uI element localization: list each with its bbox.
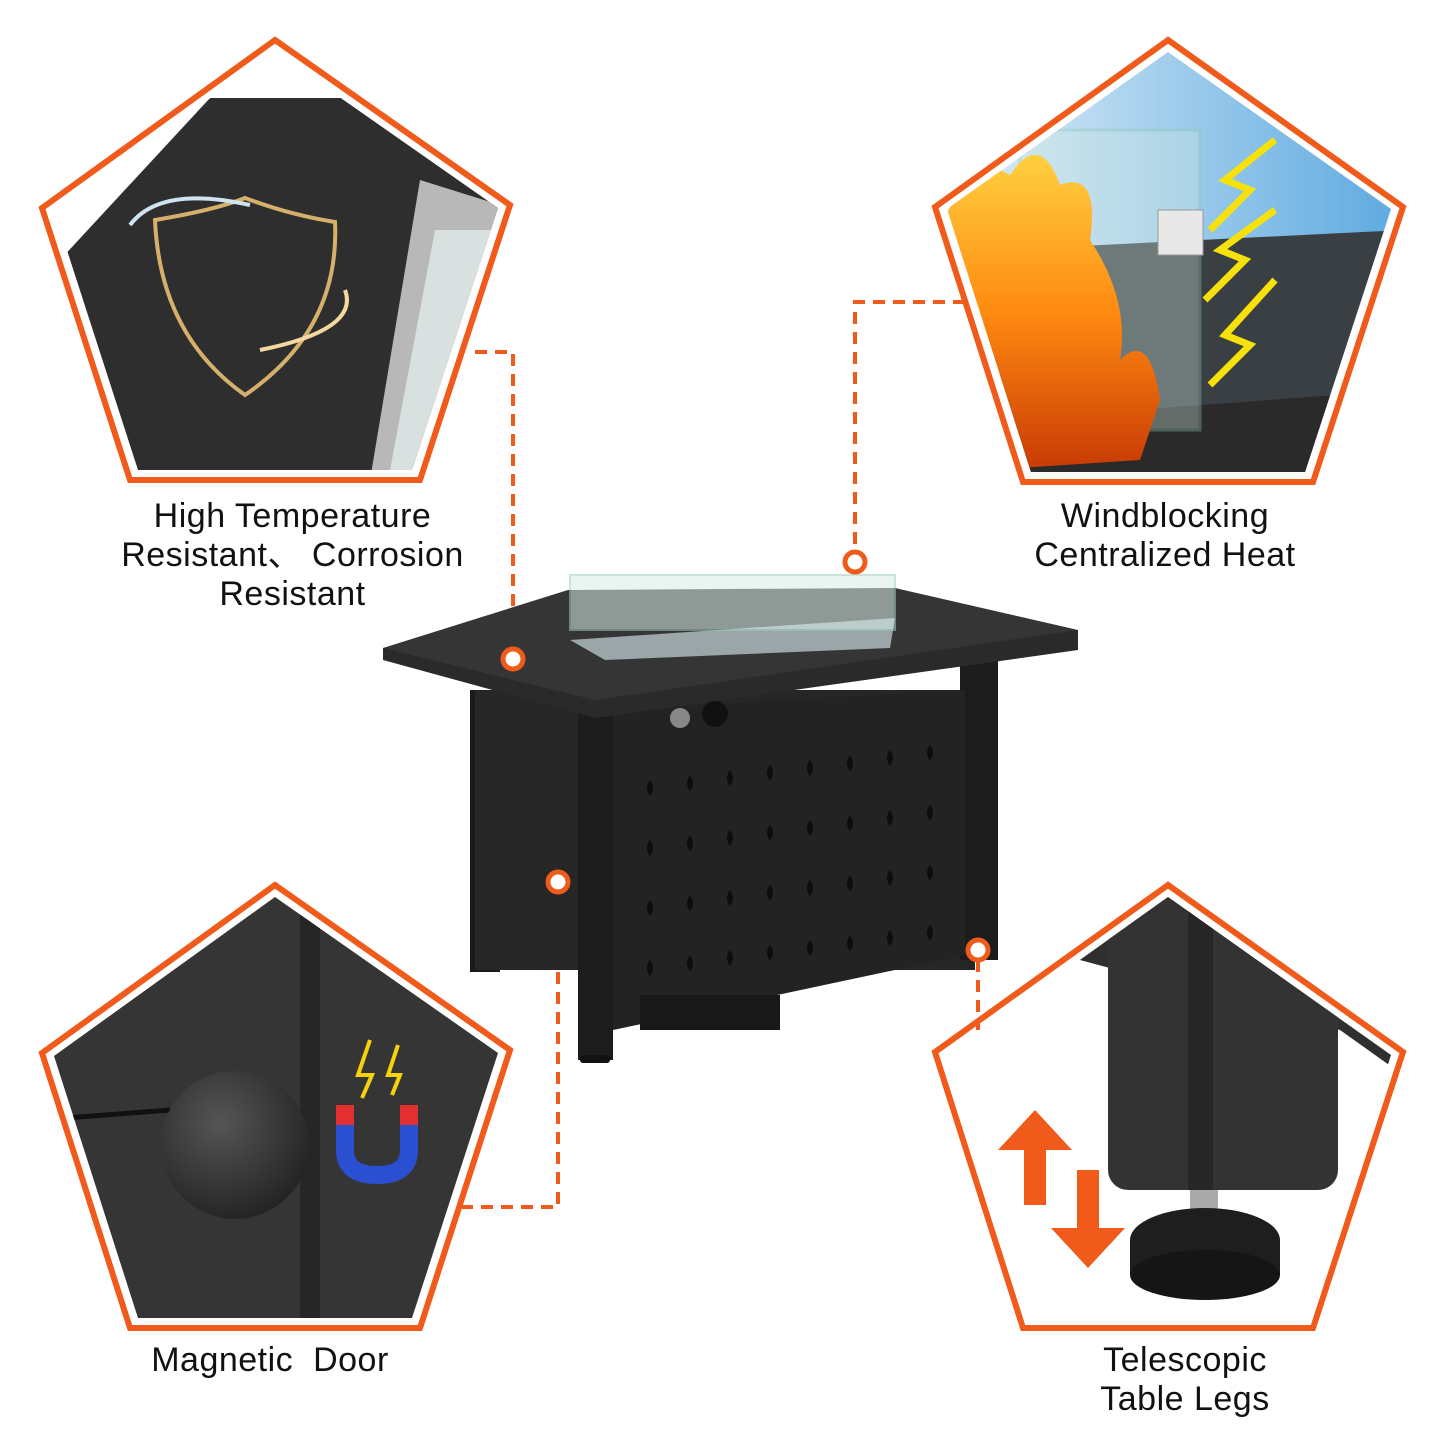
label-windblocking: Windblocking Centralized Heat xyxy=(960,497,1370,575)
label-line: Magnetic Door xyxy=(151,1341,389,1379)
high-temp-pentagon xyxy=(38,36,514,483)
magnetic-door-pentagon xyxy=(38,881,514,1331)
label-line: Windblocking xyxy=(1060,497,1270,535)
label-magnetic-door: Magnetic Door xyxy=(60,1341,480,1380)
label-line: Centralized Heat xyxy=(1034,536,1296,574)
label-line: High Temperature xyxy=(153,497,432,535)
up-down-arrows-icon xyxy=(998,1110,1125,1268)
fire-pit-table xyxy=(383,574,1078,1063)
label-line: Telescopic xyxy=(1103,1341,1267,1379)
heat-arrows-icon xyxy=(1202,137,1278,388)
magnet-icon xyxy=(336,1039,418,1185)
door-knob xyxy=(161,1071,309,1219)
label-high-temp: High Temperature Resistant、 Corrosion Re… xyxy=(60,497,525,614)
label-line: Table Legs xyxy=(1100,1380,1270,1418)
telescopic-legs-pentagon xyxy=(931,881,1407,1331)
connector-lines xyxy=(462,300,980,1209)
windblocking-pentagon xyxy=(931,36,1407,485)
label-line: Resistant xyxy=(219,575,366,613)
callout-dots xyxy=(500,549,991,963)
label-telescopic-legs: Telescopic Table Legs xyxy=(1010,1341,1360,1419)
label-line: Resistant、 Corrosion xyxy=(121,536,464,574)
